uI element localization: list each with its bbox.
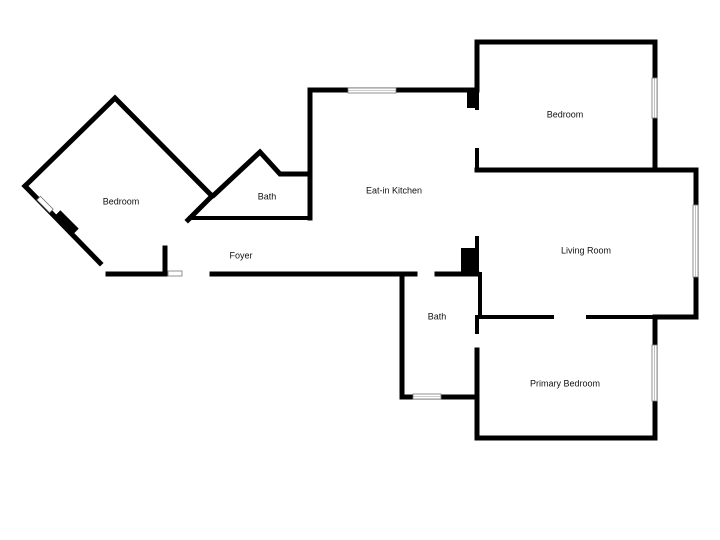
- room-label-foyer: Foyer: [229, 250, 252, 260]
- room-label-primary-bedroom: Primary Bedroom: [530, 378, 600, 388]
- fixtures: [53, 92, 477, 273]
- wall-bedroom-top: [474, 39, 658, 173]
- fixture-kitchen-se: [461, 248, 477, 273]
- window-foyer-south: [167, 270, 183, 277]
- windows: [36, 77, 699, 402]
- wall-bath-center: [399, 271, 480, 400]
- room-label-living-room: Living Room: [561, 245, 611, 255]
- room-label-bedroom-left: Bedroom: [103, 196, 140, 206]
- room-label-bedroom-top: Bedroom: [547, 109, 584, 119]
- window-bedroom-left: [36, 195, 54, 214]
- wall-bedroom-left-nw: [21, 94, 216, 200]
- wall-living-room: [474, 167, 699, 320]
- room-label-bath-small: Bath: [258, 191, 277, 201]
- room-label-eat-in-kitchen: Eat-in Kitchen: [366, 185, 422, 195]
- room-label-bath-center: Bath: [428, 311, 447, 321]
- fixture-kitchen-ne: [467, 92, 477, 108]
- fixture-bedroom-left: [53, 210, 79, 236]
- wall-kitchen-west-north: [307, 87, 480, 221]
- room-labels: Bedroom Bath Foyer Eat-in Kitchen Bedroo…: [103, 109, 611, 388]
- wall-small-bath: [210, 148, 313, 199]
- wall-bottom-left: [105, 245, 168, 277]
